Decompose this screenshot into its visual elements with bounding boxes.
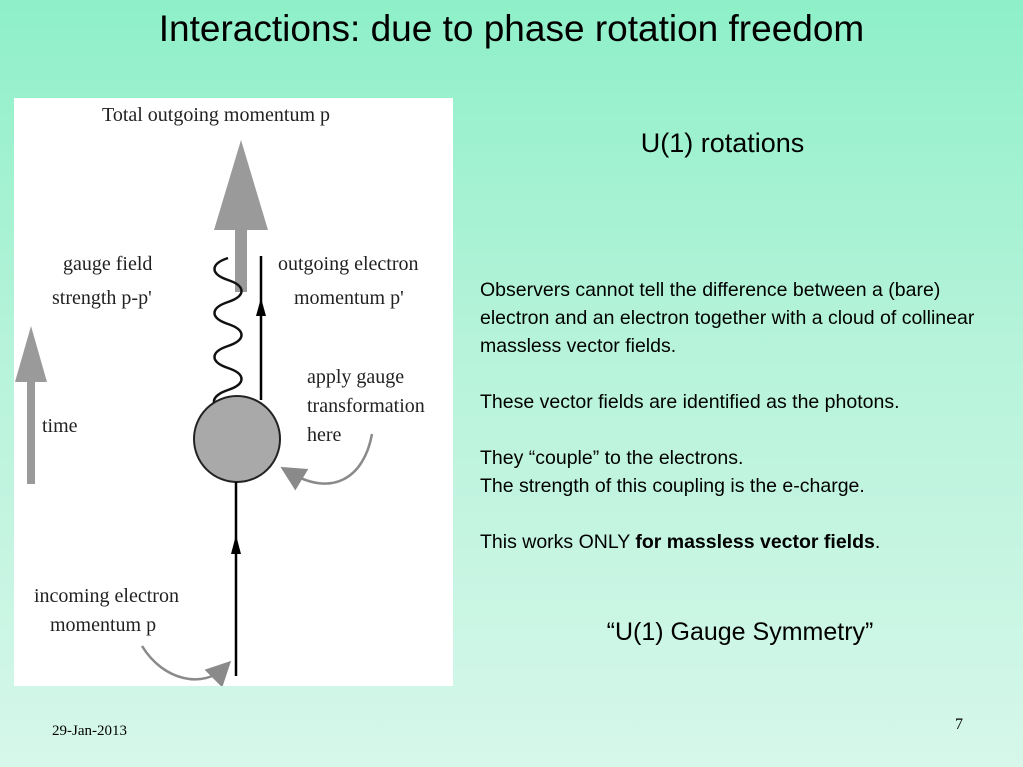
- vertex-circle: [193, 395, 281, 483]
- slide-title: Interactions: due to phase rotation free…: [158, 8, 865, 49]
- total-momentum-arrow: [214, 140, 268, 292]
- apply-gauge-label-2: transformation: [307, 395, 425, 417]
- gauge-field-label-2: strength p-p': [52, 287, 152, 309]
- slide-body-text: Observers cannot tell the difference bet…: [480, 276, 980, 556]
- slide-subtitle: U(1) rotations: [640, 128, 805, 158]
- paragraph-strength: The strength of this coupling is the e-c…: [480, 475, 865, 497]
- apply-gauge-label-3: here: [307, 424, 342, 446]
- apply-gauge-label-1: apply gauge: [307, 366, 404, 388]
- time-label: time: [42, 415, 78, 437]
- footer-date: 29-Jan-2013: [52, 723, 127, 739]
- page-number: 7: [955, 716, 963, 733]
- paragraph-observers: Observers cannot tell the difference bet…: [480, 279, 975, 357]
- outgoing-electron-label-1: outgoing electron: [278, 253, 419, 275]
- incoming-electron-line: [231, 482, 241, 676]
- outgoing-electron-line: [256, 256, 266, 400]
- incoming-electron-label-2: momentum p: [50, 614, 156, 636]
- gauge-symmetry-label: “U(1) Gauge Symmetry”: [606, 618, 874, 646]
- apply-gauge-curve-arrow: [280, 433, 374, 491]
- massless-suffix: .: [874, 531, 881, 553]
- outgoing-electron-label-2: momentum p': [294, 287, 404, 309]
- paragraph-photons: These vector fields are identified as th…: [480, 391, 900, 413]
- paragraph-couple: They “couple” to the electrons.: [480, 447, 744, 469]
- time-arrow: [15, 326, 47, 484]
- gauge-field-label-1: gauge field: [63, 253, 152, 275]
- total-momentum-label: Total outgoing momentum p: [102, 104, 330, 126]
- gauge-field-wave: [212, 256, 243, 412]
- massless-bold: for massless vector fields: [635, 531, 875, 553]
- feynman-diagram: Total outgoing momentum p time gauge fie…: [14, 98, 453, 686]
- diagram-canvas: Total outgoing momentum p time gauge fie…: [15, 104, 425, 686]
- incoming-curve-arrow: [140, 645, 232, 686]
- incoming-electron-label-1: incoming electron: [34, 585, 179, 607]
- massless-prefix: This works ONLY: [480, 531, 636, 553]
- paragraph-massless: This works ONLY for massless vector fiel…: [480, 528, 980, 556]
